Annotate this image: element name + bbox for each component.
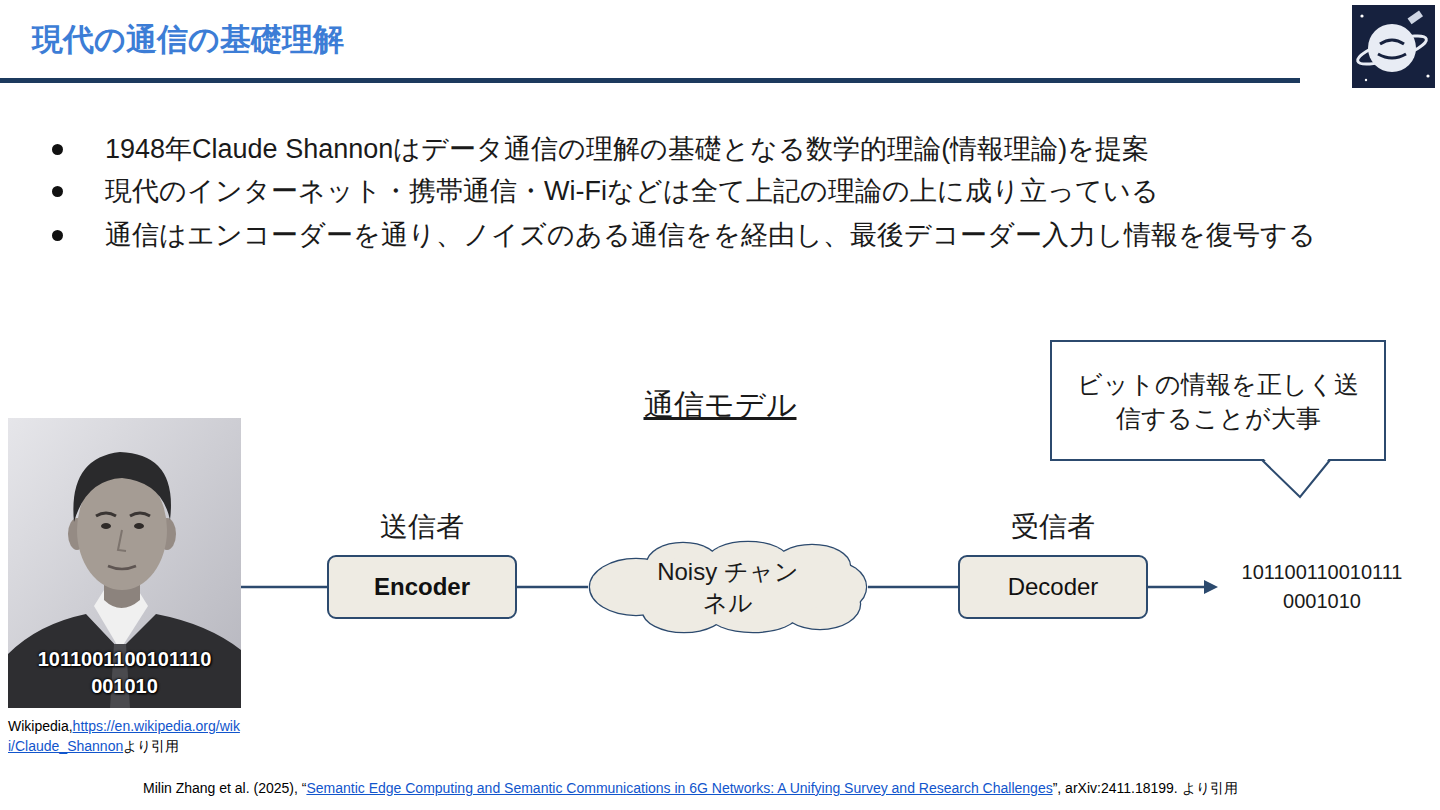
speech-callout: ビットの情報を正しく送信することが大事 [1050, 340, 1386, 461]
box-label: Decoder [1008, 572, 1099, 602]
bullet-dot [52, 186, 63, 197]
bullet-text: 1948年Claude Shannonはデータ通信の理解の基礎となる数学的理論(… [105, 131, 1149, 167]
process-box: 受信者Decoder [958, 555, 1148, 619]
slide-title: 現代の通信の基礎理解 [32, 19, 344, 61]
logo-badge [1352, 5, 1435, 88]
credit-text: Wikipedia, [8, 718, 73, 734]
cloud-text: Noisy チャンネル [653, 556, 803, 618]
callout-text: ビットの情報を正しく送信することが大事 [1066, 367, 1370, 435]
connector-line [517, 586, 588, 589]
connector-line [868, 586, 958, 589]
cloud-outline [588, 540, 868, 634]
citation-text: ”, arXiv:2411.18199. より引用 [1053, 780, 1238, 796]
callout-tail [1262, 457, 1332, 501]
output-bits: 101100110010111 0001010 [1222, 558, 1422, 616]
box-label: Encoder [374, 572, 470, 602]
process-box: 送信者Encoder [327, 555, 517, 619]
credit-text: より引用 [123, 738, 179, 754]
citation-text: Milin Zhang et al. (2025), “ [143, 780, 306, 796]
output-arrow [1148, 580, 1218, 594]
model-heading: 通信モデル [520, 385, 920, 425]
bullet-dot [52, 230, 63, 241]
connector-line [241, 586, 327, 589]
bit-string: 1011001100101110 001010 [17, 646, 232, 700]
role-heading: 受信者 [920, 509, 1186, 545]
citation-link: Semantic Edge Computing and Semantic Com… [306, 780, 1052, 796]
bullet-text: 現代のインターネット・携帯通信・Wi-Fiなどは全て上記の理論の上に成り立ってい… [105, 173, 1159, 209]
photo-bits-holder: 1011001100101110 001010 [8, 646, 241, 700]
bullet-dot [52, 144, 63, 155]
role-heading: 送信者 [289, 509, 555, 545]
portrait-photo: 1011001100101110 001010 [8, 418, 241, 708]
photo-credit: Wikipedia,https://en.wikipedia.org/wiki/… [8, 716, 244, 756]
reference-citation: Milin Zhang et al. (2025), “Semantic Edg… [143, 778, 1238, 798]
title-rule [0, 78, 1300, 83]
bullet-text: 通信はエンコーダーを通り、ノイズのある通信をを経由し、最後デコーダー入力し情報を… [105, 217, 1316, 253]
noisy-channel-cloud: Noisy チャンネル [588, 540, 868, 634]
